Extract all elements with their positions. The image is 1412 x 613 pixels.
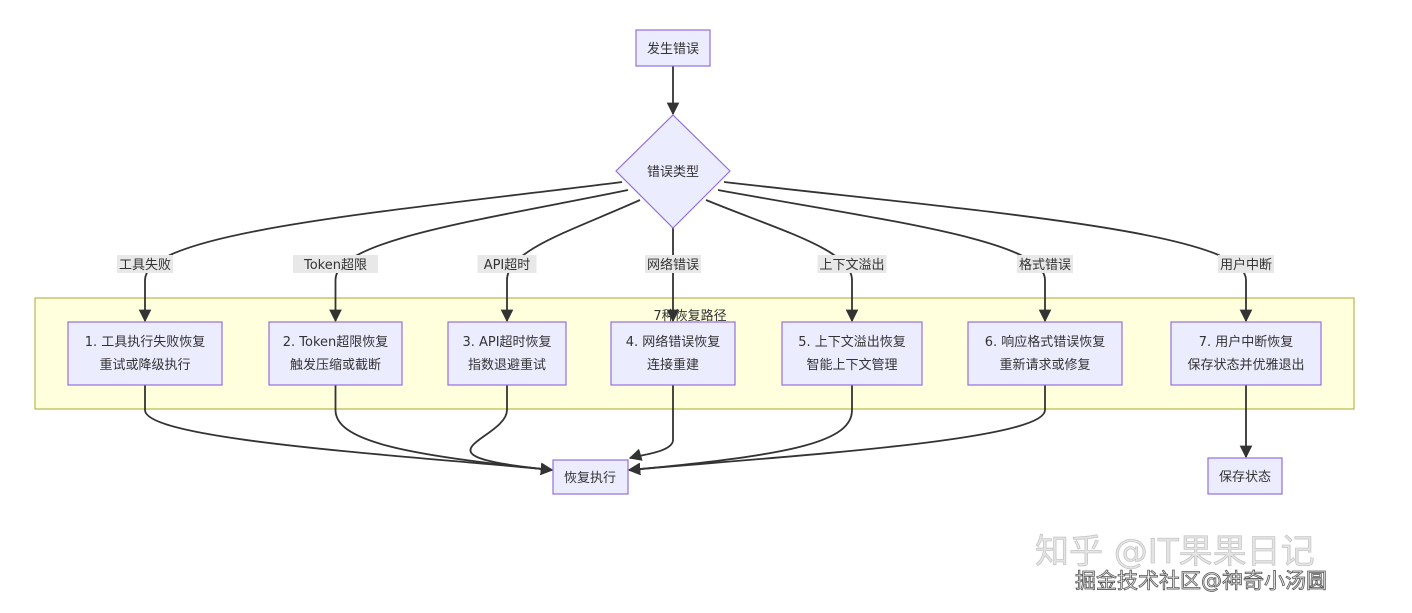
edge-label-text: 用户中断 [1220, 257, 1272, 273]
edge-label-text: Token超限 [303, 258, 367, 273]
node-label-line: 2. Token超限恢复 [283, 335, 389, 350]
edge-label-4: 网络错误 [645, 255, 701, 273]
node-label-line: 智能上下文管理 [806, 358, 897, 373]
node-label-line: 3. API超时恢复 [462, 335, 551, 350]
edge-path-3-resume [469, 385, 554, 476]
node-label-line: 7. 用户中断恢复 [1199, 334, 1294, 350]
node-label-line: 6. 响应格式错误恢复 [985, 334, 1106, 350]
watermark-juejin: 掘金技术社区@神奇小汤圆 [1075, 569, 1327, 593]
edge-path-2-resume [334, 385, 554, 476]
edge-label-text: 格式错误 [1019, 257, 1071, 273]
edge-label-6: 格式错误 [1017, 255, 1073, 273]
node-label-line: 保存状态并优雅退出 [1187, 358, 1304, 373]
node-label-line: 4. 网络错误恢复 [626, 334, 721, 350]
edge-label-1: 工具失败 [117, 255, 173, 273]
edge-label-text: 工具失败 [119, 258, 171, 273]
edge-label-5: 上下文溢出 [817, 255, 887, 273]
svg-text:发生错误: 发生错误 [647, 41, 699, 57]
node-label-line: 5. 上下文溢出恢复 [798, 335, 906, 350]
edge-decision-path-3 [500, 199, 641, 323]
edge-decision-path-5 [705, 199, 859, 323]
edge-path-1-resume [144, 385, 554, 476]
node-label-line: 触发压缩或截断 [290, 357, 381, 373]
cluster-title: 7种恢复路径 [653, 308, 726, 324]
edge-label-text: API超时 [484, 258, 531, 273]
node-decision[interactable]: 错误类型 [615, 114, 731, 229]
edge-label-3: API超时 [477, 255, 537, 273]
node-label-line: 连接重建 [647, 357, 699, 373]
svg-text:错误类型: 错误类型 [647, 165, 699, 180]
edge-label-text: 上下文溢出 [819, 258, 884, 273]
node-label-line: 1. 工具执行失败恢复 [85, 335, 206, 350]
edge-path-4-resume [628, 385, 674, 461]
edge-label-7: 用户中断 [1218, 255, 1274, 273]
watermark-zhihu: 知乎 @IT果果日记 [1035, 532, 1315, 572]
svg-text:保存状态: 保存状态 [1219, 470, 1271, 485]
node-label-line: 指数退避重试 [468, 357, 546, 373]
node-save-state[interactable]: 保存状态 [1207, 457, 1283, 495]
edge-path-6-resume [627, 385, 1046, 476]
edge-label-text: 网络错误 [647, 257, 699, 273]
node-label-line: 重新请求或修复 [999, 357, 1090, 373]
node-label-line: 重试或降级执行 [99, 357, 190, 373]
svg-text:恢复执行: 恢复执行 [564, 471, 616, 486]
edge-label-2: Token超限 [293, 255, 378, 273]
node-resume[interactable]: 恢复执行 [552, 459, 629, 495]
node-start[interactable]: 发生错误 [635, 29, 711, 67]
